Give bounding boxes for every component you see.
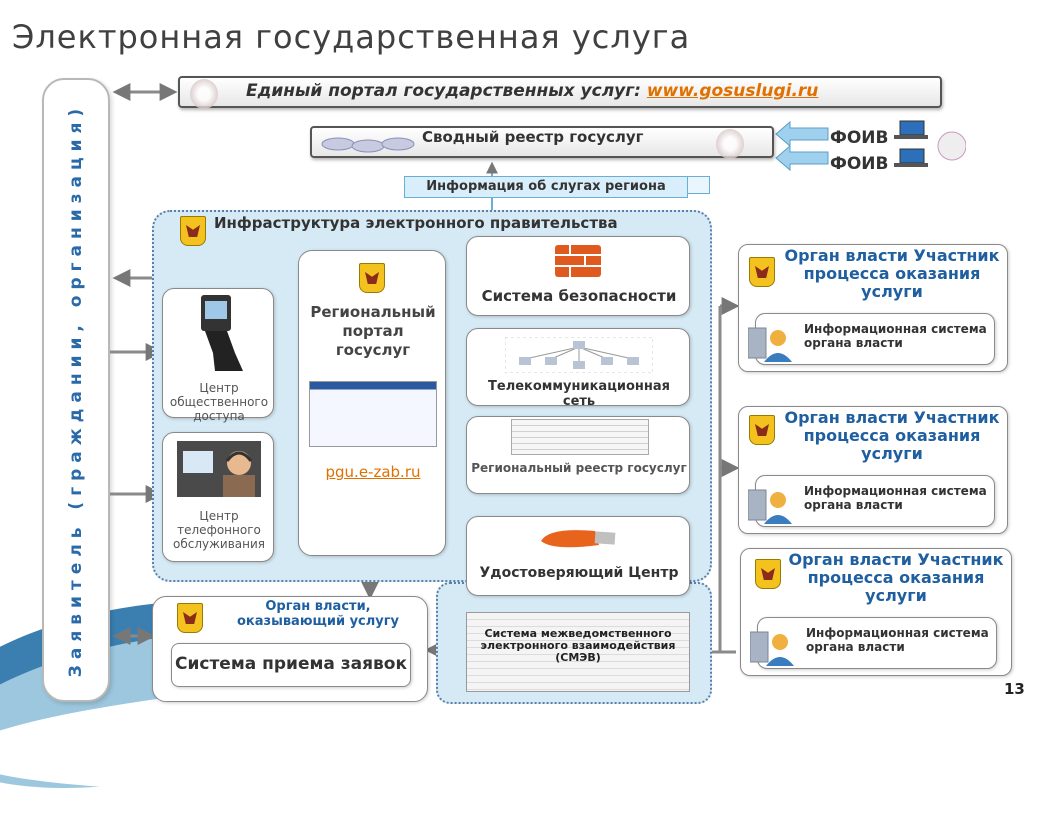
regional-portal-link[interactable]: pgu.e-zab.ru	[325, 463, 421, 481]
authority-is-label-3: Информационная система органа власти	[806, 626, 989, 654]
gosuslugi-link[interactable]: www.gosuslugi.ru	[646, 81, 819, 101]
region-emblem-icon	[755, 559, 781, 589]
authority-box-1: Орган власти Участник процесса оказания …	[738, 244, 1008, 372]
authority-is-box-2: Информационная система органа власти	[748, 475, 995, 527]
cert-center-box: Удостоверяющий Центр	[466, 516, 690, 596]
network-icon	[505, 337, 653, 373]
emblem-russia-icon	[716, 129, 744, 159]
authority-is-box-3: Информационная система органа власти	[750, 617, 997, 669]
cert-center-label: Удостоверяющий Центр	[479, 565, 679, 581]
registry-table-icon	[511, 419, 649, 455]
region-emblem-icon	[749, 415, 775, 445]
operator-icon	[177, 441, 261, 497]
kiosk-icon	[201, 295, 243, 371]
authority-box-3: Орган власти Участник процесса оказания …	[740, 548, 1012, 676]
foiv-label-1: ФОИВ	[830, 128, 889, 148]
unified-portal-text: Единый портал государственных услуг:	[246, 81, 641, 101]
call-center-label: Центр телефонного обслуживания	[172, 509, 265, 551]
unified-portal-label: Единый портал государственных услуг: www…	[246, 81, 818, 101]
authority-title-2: Орган власти Участник процесса оказания …	[784, 408, 1000, 463]
kiosk-box: Центр общественного доступа	[162, 288, 274, 423]
server-user-icon	[748, 327, 792, 362]
authority-title-3: Орган власти Участник процесса оказания …	[788, 550, 1004, 605]
computer-icon	[894, 120, 966, 167]
page-title: Электронная государственная услуга	[12, 18, 691, 56]
telecom-label: Телекоммуникационная сеть	[488, 379, 670, 409]
applicant-pill	[42, 78, 110, 702]
smev-label: Система межведомственного электронного в…	[480, 627, 676, 664]
registry-label: Сводный реестр госуслуг	[422, 128, 644, 146]
authority-is-label-1: Информационная система органа власти	[804, 322, 987, 350]
region-emblem-icon	[749, 257, 775, 287]
page-number: 13	[1004, 680, 1025, 698]
kiosk-label: Центр общественного доступа	[169, 381, 269, 423]
usb-token-icon	[541, 530, 616, 548]
unified-portal-bar: Единый портал государственных услуг: www…	[178, 76, 942, 109]
authority-is-box-1: Информационная система органа власти	[748, 313, 995, 365]
call-center-box: Центр телефонного обслуживания	[162, 432, 274, 562]
regional-portal-screenshot	[309, 381, 437, 447]
server-user-icon	[748, 489, 792, 524]
region-emblem-icon	[177, 603, 203, 633]
regional-portal-title: Региональный портал госуслуг	[310, 303, 436, 359]
firewall-icon	[555, 245, 601, 277]
arrow-foiv-2	[775, 144, 829, 172]
foiv-label-2: ФОИВ	[830, 154, 889, 174]
registry-bar: Сводный реестр госуслуг	[310, 126, 774, 159]
telecom-box: Телекоммуникационная сеть	[466, 328, 690, 409]
arrow-foiv-1	[775, 120, 829, 148]
application-system-box: Система приема заявок	[171, 643, 411, 687]
service-provider-title: Орган власти, оказывающий услугу	[236, 599, 400, 629]
authority-title-1: Орган власти Участник процесса оказания …	[784, 246, 1000, 301]
infra-title: Инфраструктура электронного правительств…	[214, 214, 618, 232]
security-box: Система безопасности	[466, 236, 690, 316]
smev-screenshot	[466, 612, 690, 692]
region-info-label: Информация об слугах региона	[404, 176, 688, 198]
emblem-russia-icon	[190, 79, 218, 109]
regional-portal-box: Региональный портал госуслуг pgu.e-zab.r…	[298, 250, 446, 556]
security-label: Система безопасности	[481, 287, 677, 305]
authority-is-label-2: Информационная система органа власти	[804, 484, 987, 512]
service-provider-box: Орган власти, оказывающий услугу Система…	[152, 596, 428, 702]
authority-box-2: Орган власти Участник процесса оказания …	[738, 406, 1008, 534]
database-icon	[321, 137, 415, 153]
region-emblem-icon	[359, 263, 385, 293]
regional-registry-box: Региональный реестр госуслуг	[466, 416, 690, 494]
region-emblem-icon	[180, 216, 206, 246]
server-user-icon	[750, 631, 794, 666]
regional-registry-label: Региональный реестр госуслуг	[471, 461, 687, 475]
